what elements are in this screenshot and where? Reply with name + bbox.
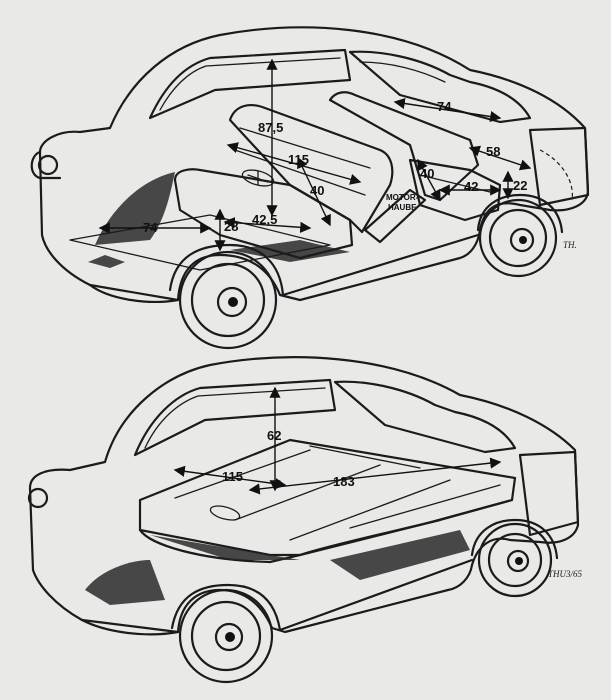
dim-label-height-top: 87,5 [258,120,283,135]
dim-label-floor-front: 74 [143,220,158,235]
front-wheel-bottom [178,588,274,684]
motor-hood-label-line2: HAUBE [388,203,417,212]
dim-label-seat-height: 28 [224,219,238,234]
dim-label-rear-depth: 58 [486,144,500,159]
top-car-illustration [30,26,590,350]
dim-label-height-bottom: 62 [267,428,281,443]
dim-label-seat-depth: 40 [310,183,324,198]
motor-hood-label-line1: MOTOR- [386,193,419,202]
dim-label-rear-width: 74 [437,99,452,114]
dim-label-floor-depth: 42,5 [252,212,277,227]
dim-label-rear-seat-depth: 40 [420,166,434,181]
dim-label-rear-seat-width: 42 [464,179,478,194]
dim-label-width-bottom: 115 [222,469,243,484]
artist-signature-bottom: THU3/65 [548,569,583,579]
artist-signature-top: TH. [563,240,577,250]
front-wheel [178,250,278,350]
rear-wheel-bottom [477,522,553,598]
rear-wheel [478,198,558,278]
dim-label-bench-width: 115 [288,152,309,167]
bottom-car-illustration [27,356,580,684]
dim-label-rear-seat-height: 22 [513,178,527,193]
dim-label-length-bottom: 183 [333,474,355,489]
